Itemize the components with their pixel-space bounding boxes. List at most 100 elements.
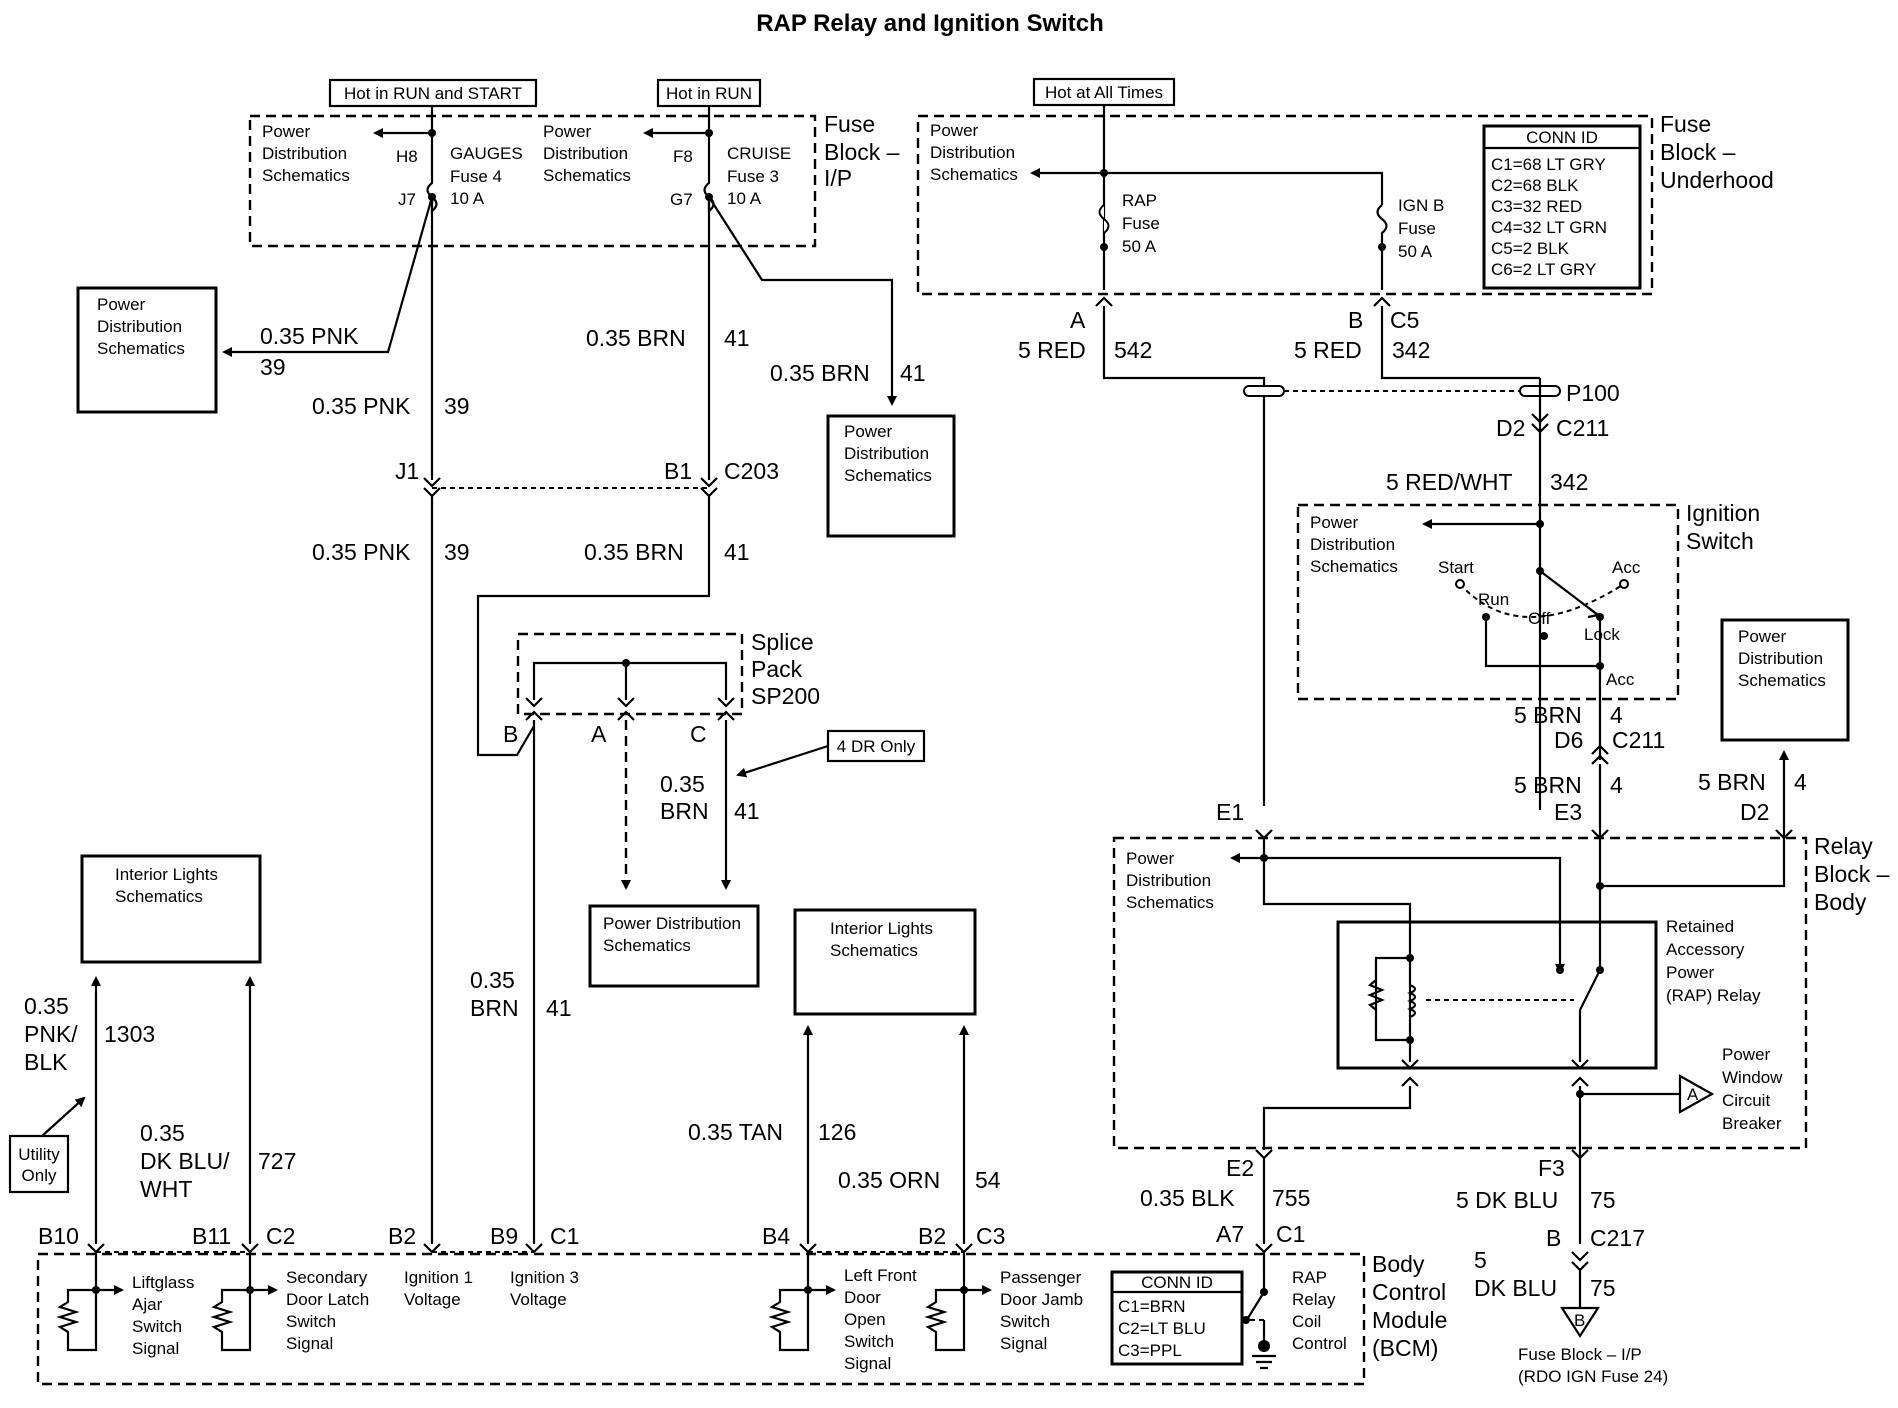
- svg-text:342: 342: [1550, 469, 1588, 495]
- four-dr-only-tag: 4 DR Only: [837, 737, 916, 756]
- svg-text:Distribution: Distribution: [97, 317, 182, 336]
- svg-text:B: B: [1574, 1311, 1585, 1330]
- svg-text:Start: Start: [1438, 558, 1474, 577]
- svg-text:Door: Door: [844, 1288, 881, 1307]
- svg-text:Power: Power: [1666, 963, 1715, 982]
- svg-text:5 RED/WHT: 5 RED/WHT: [1386, 469, 1513, 495]
- svg-text:Signal: Signal: [844, 1354, 891, 1373]
- svg-text:C3=PPL: C3=PPL: [1118, 1341, 1182, 1360]
- svg-text:Signal: Signal: [286, 1334, 333, 1353]
- utility-only-tag: Utility: [18, 1145, 60, 1164]
- svg-text:Distribution: Distribution: [262, 144, 347, 163]
- svg-text:Power: Power: [1310, 513, 1359, 532]
- svg-text:J7: J7: [398, 190, 416, 209]
- svg-text:Schematics: Schematics: [262, 166, 350, 185]
- svg-text:5 BRN: 5 BRN: [1514, 772, 1582, 798]
- svg-text:C1: C1: [1276, 1221, 1305, 1247]
- svg-text:C203: C203: [724, 458, 779, 484]
- svg-text:Left Front: Left Front: [844, 1266, 917, 1285]
- svg-text:Power Distribution: Power Distribution: [603, 914, 741, 933]
- body-control-module: Body Control Module (BCM) B10 B11 C2 B2 …: [36, 1223, 1447, 1386]
- pds-box-right: Power Distribution Schematics: [1720, 618, 1850, 742]
- svg-text:C211: C211: [1612, 727, 1665, 753]
- svg-text:0.35 BRN: 0.35 BRN: [584, 539, 684, 565]
- svg-text:50 A: 50 A: [1398, 242, 1433, 261]
- svg-text:Distribution: Distribution: [543, 144, 628, 163]
- svg-text:Schematics: Schematics: [930, 165, 1018, 184]
- svg-text:5 RED: 5 RED: [1294, 337, 1362, 363]
- svg-text:0.35: 0.35: [24, 993, 69, 1019]
- svg-text:C6=2 LT GRY: C6=2 LT GRY: [1491, 260, 1596, 279]
- svg-text:CONN ID: CONN ID: [1141, 1273, 1213, 1292]
- svg-text:(RDO IGN Fuse 24): (RDO IGN Fuse 24): [1518, 1367, 1668, 1386]
- svg-text:Switch: Switch: [132, 1317, 182, 1336]
- svg-text:Schematics: Schematics: [543, 166, 631, 185]
- svg-text:Schematics: Schematics: [603, 936, 691, 955]
- svg-text:Accessory: Accessory: [1666, 940, 1745, 959]
- svg-text:54: 54: [975, 1167, 1001, 1193]
- svg-text:Fuse: Fuse: [1398, 219, 1436, 238]
- svg-text:Schematics: Schematics: [1738, 671, 1826, 690]
- svg-text:Signal: Signal: [132, 1339, 179, 1358]
- svg-text:B1: B1: [664, 458, 692, 484]
- svg-text:Power: Power: [1126, 849, 1175, 868]
- svg-text:Liftglass: Liftglass: [132, 1273, 194, 1292]
- svg-text:755: 755: [1272, 1185, 1310, 1211]
- svg-text:(RAP) Relay: (RAP) Relay: [1666, 986, 1761, 1005]
- svg-text:5 DK BLU: 5 DK BLU: [1456, 1187, 1558, 1213]
- svg-text:Module: Module: [1372, 1307, 1447, 1333]
- svg-text:1303: 1303: [104, 1021, 155, 1047]
- pds-box-lower: Power Distribution Schematics: [588, 904, 760, 988]
- svg-text:41: 41: [546, 995, 572, 1021]
- svg-text:Distribution: Distribution: [844, 444, 929, 463]
- interior-lights-box-middle: Interior Lights Schematics: [793, 908, 977, 1016]
- ignition-switch: Ignition Switch Power Distribution Schem…: [1296, 500, 1760, 701]
- svg-text:Pack: Pack: [751, 656, 803, 682]
- svg-text:Underhood: Underhood: [1660, 167, 1774, 193]
- svg-text:C3=32 RED: C3=32 RED: [1491, 197, 1582, 216]
- svg-text:Block –: Block –: [1660, 139, 1736, 165]
- svg-text:0.35 PNK: 0.35 PNK: [312, 393, 411, 419]
- svg-text:Run: Run: [1478, 590, 1509, 609]
- ignition-3-voltage-label: Ignition 3: [510, 1268, 579, 1287]
- conn-id-table-underhood: CONN ID C1=68 LT GRY C2=68 BLK C3=32 RED…: [1482, 124, 1642, 290]
- svg-text:0.35 PNK: 0.35 PNK: [312, 539, 411, 565]
- svg-text:B: B: [1348, 307, 1363, 333]
- svg-text:C3: C3: [976, 1223, 1005, 1249]
- svg-text:41: 41: [734, 798, 760, 824]
- svg-text:Voltage: Voltage: [510, 1290, 567, 1309]
- svg-text:B: B: [503, 721, 518, 747]
- svg-text:Splice: Splice: [751, 629, 814, 655]
- svg-text:Distribution: Distribution: [1310, 535, 1395, 554]
- svg-text:Interior Lights: Interior Lights: [115, 865, 218, 884]
- svg-text:10 A: 10 A: [727, 189, 762, 208]
- svg-text:Schematics: Schematics: [830, 941, 918, 960]
- svg-text:0.35: 0.35: [660, 771, 705, 797]
- svg-text:C211: C211: [1556, 415, 1609, 441]
- svg-text:0.35 BRN: 0.35 BRN: [770, 360, 870, 386]
- svg-text:Relay: Relay: [1292, 1290, 1336, 1309]
- svg-text:Power: Power: [543, 122, 592, 141]
- svg-text:Breaker: Breaker: [1722, 1114, 1782, 1133]
- svg-text:75: 75: [1590, 1187, 1616, 1213]
- svg-text:E1: E1: [1216, 799, 1244, 825]
- svg-text:Voltage: Voltage: [404, 1290, 461, 1309]
- diagram-title: RAP Relay and Ignition Switch: [756, 10, 1104, 37]
- svg-text:Distribution: Distribution: [1738, 649, 1823, 668]
- svg-text:B4: B4: [762, 1223, 790, 1249]
- svg-text:0.35 PNK: 0.35 PNK: [260, 323, 359, 349]
- svg-text:Switch: Switch: [1000, 1312, 1050, 1331]
- svg-text:Ajar: Ajar: [132, 1295, 163, 1314]
- svg-text:DK BLU: DK BLU: [1474, 1275, 1557, 1301]
- svg-text:41: 41: [724, 539, 750, 565]
- svg-text:Control: Control: [1292, 1334, 1347, 1353]
- svg-text:0.35 BRN: 0.35 BRN: [586, 325, 686, 351]
- fuse-block-ip-ref: Fuse Block – I/P: [1518, 1345, 1642, 1364]
- svg-text:G7: G7: [670, 190, 693, 209]
- svg-text:126: 126: [818, 1119, 856, 1145]
- svg-text:Acc: Acc: [1612, 558, 1641, 577]
- svg-text:Lock: Lock: [1584, 625, 1620, 644]
- svg-text:Fuse 4: Fuse 4: [450, 167, 502, 186]
- svg-text:Switch: Switch: [1686, 528, 1754, 554]
- svg-text:Relay: Relay: [1814, 833, 1873, 859]
